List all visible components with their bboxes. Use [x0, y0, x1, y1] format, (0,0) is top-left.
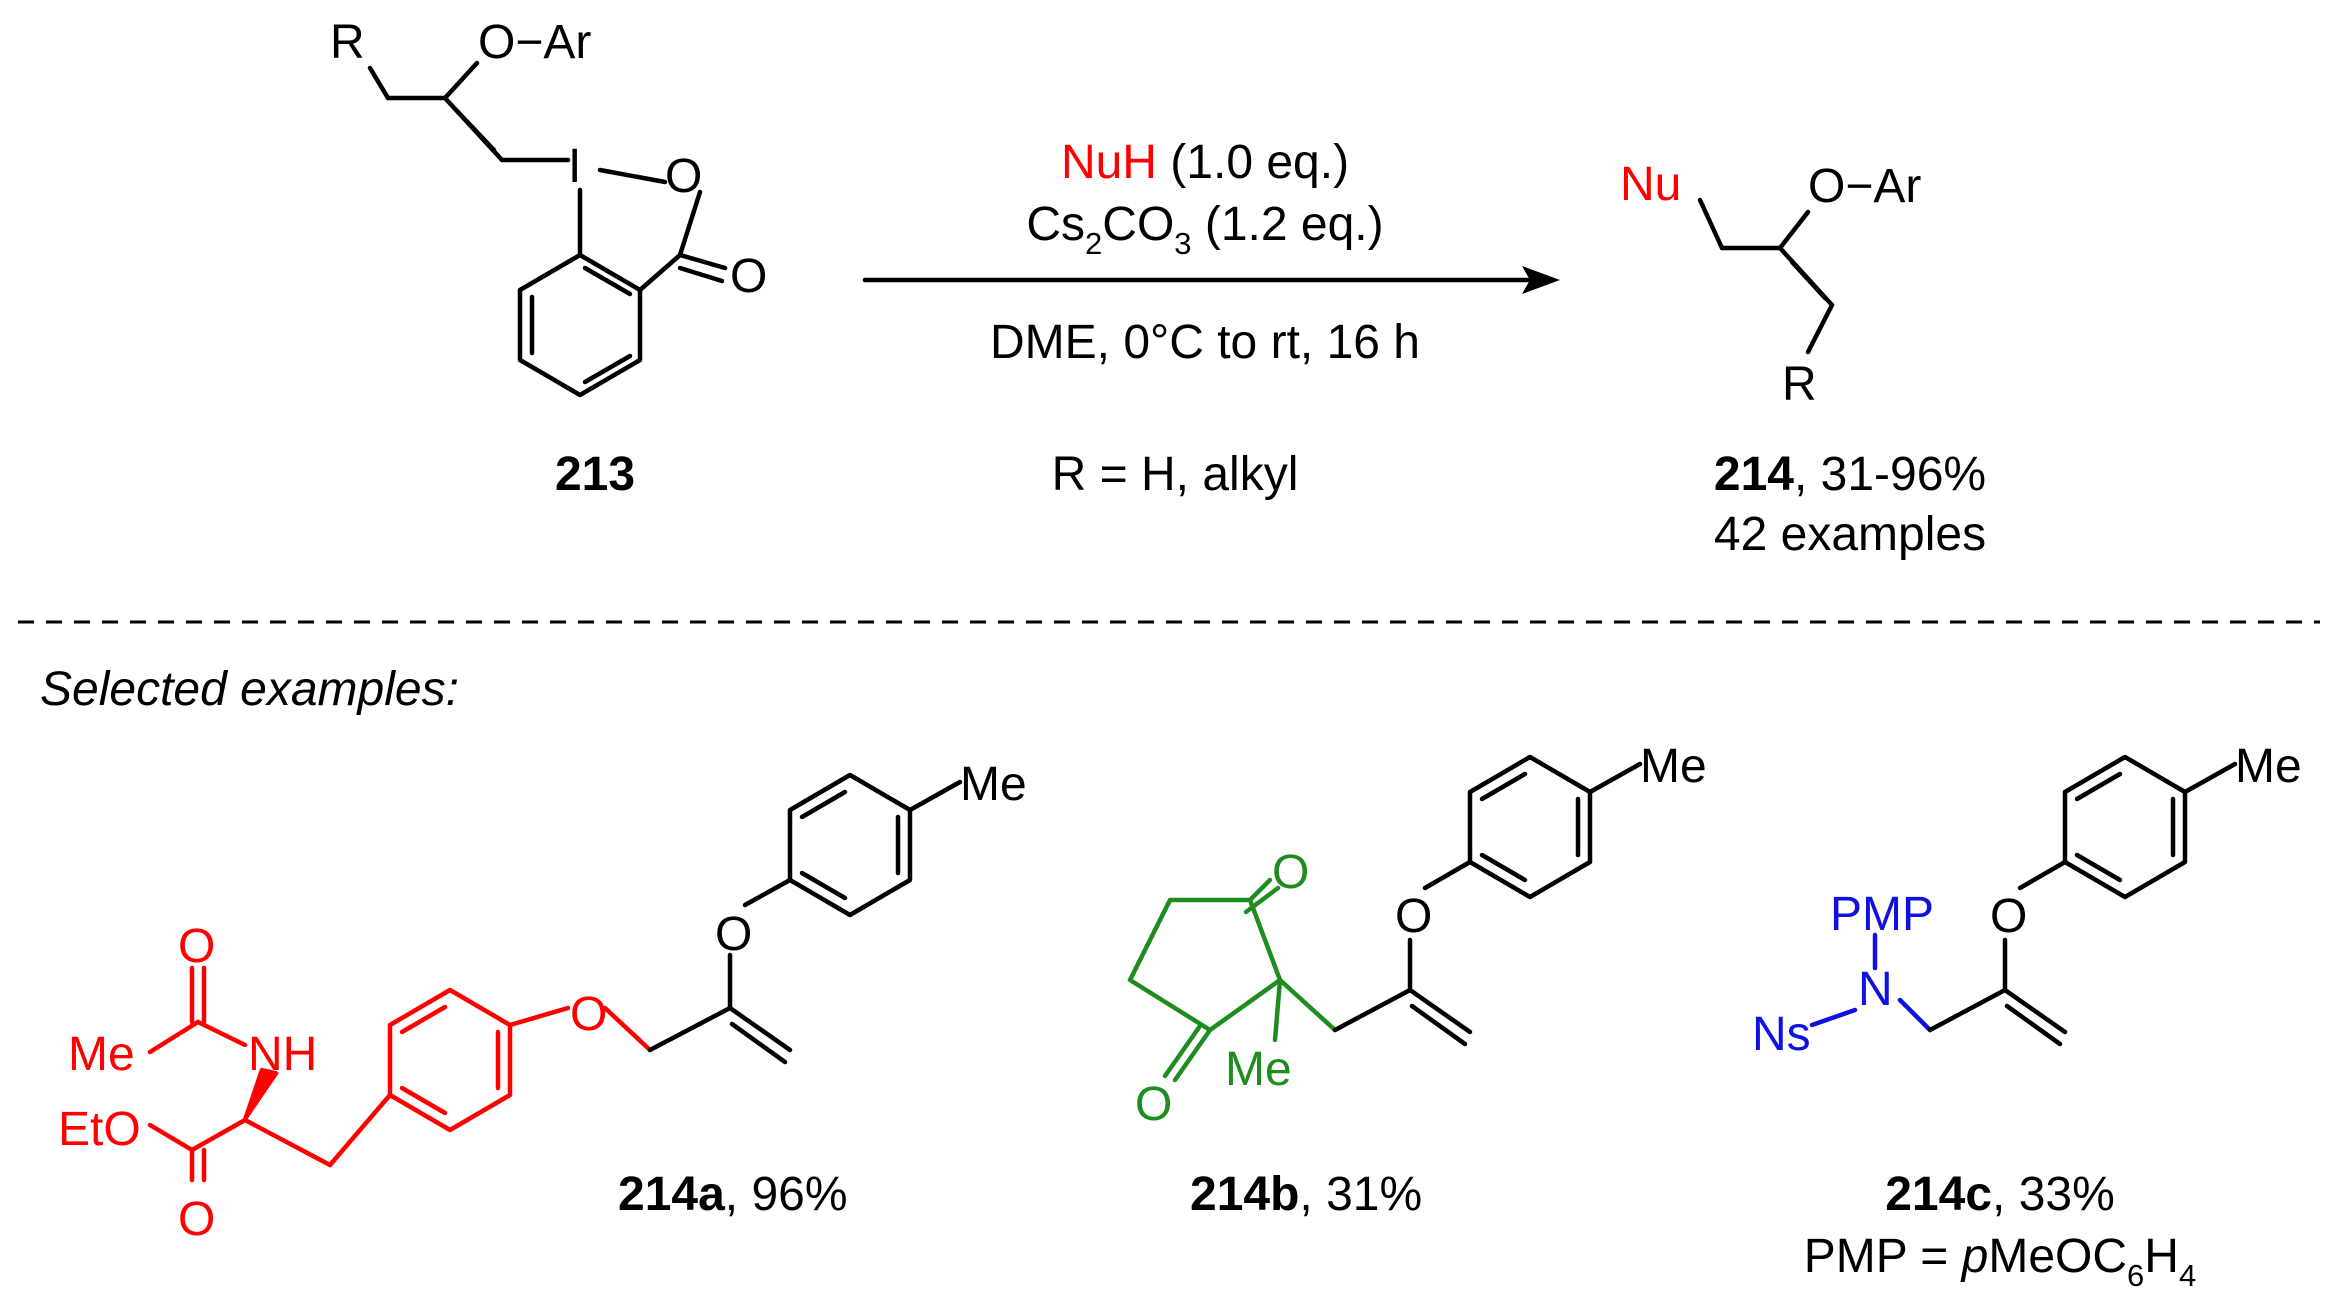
nucleophile-reagent: NuH: [1061, 136, 1157, 189]
condition-solvent-line: DME, 0°C to rt, 16 h: [990, 316, 1420, 369]
example-214a-label-line: 214a, 96%: [618, 1168, 848, 1221]
product-examples-count: 42 examples: [1714, 508, 1986, 561]
example-214a-structure: [147, 772, 963, 1183]
example-214a-nh: NH: [248, 1028, 317, 1081]
reactant-iodine-atom: I: [568, 140, 581, 193]
example-214c-structure: [1809, 754, 2238, 1047]
condition-base-line: Cs2CO3 (1.2 eq.): [1026, 198, 1383, 261]
scope-note: R = H, alkyl: [1052, 448, 1299, 501]
example-214a-ketone-oxygen: O: [178, 920, 215, 973]
reactant-label: 213: [555, 448, 635, 501]
product-yield-range: , 31-96%: [1794, 448, 1986, 501]
product-nu-atom: Nu: [1620, 158, 1681, 211]
example-214b-top-oxygen: O: [1272, 846, 1309, 899]
example-214a-ester-oxygen: O: [178, 1193, 215, 1246]
example-214b-label-line: 214b, 31%: [1190, 1168, 1422, 1221]
reactant-213-structure: [367, 60, 728, 398]
example-214c-label-line: 214c, 33%: [1885, 1168, 2115, 1221]
example-214b-methyl: Me: [1225, 1043, 1292, 1096]
example-214b-label: 214b: [1190, 1168, 1299, 1221]
example-214b-yield: , 31%: [1299, 1168, 1422, 1221]
example-214c-pmp-definition: PMP = pMeOC6H4: [1804, 1230, 2196, 1292]
product-label: 214: [1714, 448, 1794, 501]
condition-reagent-line: NuH (1.0 eq.): [1061, 136, 1349, 189]
example-214c-aryl-oxygen: O: [1990, 890, 2027, 943]
example-214a-yield: , 96%: [725, 1168, 848, 1221]
selected-examples-heading: Selected examples:: [40, 663, 459, 716]
reactant-carbonyl-oxygen: O: [730, 250, 767, 303]
example-214a-ether-oxygen: O: [570, 988, 607, 1041]
example-214c-nitrogen: N: [1858, 963, 1893, 1016]
example-214a-para-methyl: Me: [960, 758, 1027, 811]
reactant-ring-oxygen: O: [665, 150, 702, 203]
product-label-line: 214, 31-96%: [1714, 448, 1986, 501]
example-214b-para-methyl: Me: [1640, 740, 1707, 793]
product-o-ar: O−Ar: [1808, 160, 1921, 213]
example-214c-pmp: PMP: [1830, 888, 1934, 941]
example-214a-acetyl: [147, 1019, 265, 1123]
example-214a-aryl-oxygen: O: [715, 908, 752, 961]
example-214c-para-methyl: Me: [2235, 740, 2302, 793]
example-214a-ethoxy: EtO: [58, 1103, 141, 1156]
reaction-arrowhead: [1522, 266, 1560, 294]
example-214c-yield: , 33%: [1992, 1168, 2115, 1221]
example-214a-methyl: Me: [68, 1028, 135, 1081]
product-214-structure: [1697, 197, 1835, 355]
example-214c-nosyl: Ns: [1752, 1008, 1811, 1061]
example-214b-aryl-oxygen: O: [1395, 890, 1432, 943]
example-214b-bottom-oxygen: O: [1135, 1078, 1172, 1131]
reactant-o-ar: O−Ar: [478, 16, 591, 69]
example-214b-structure: [1127, 754, 1643, 1083]
product-r-atom: R: [1782, 358, 1817, 411]
reactant-r-atom: R: [330, 16, 365, 69]
example-214a-label: 214a: [618, 1168, 725, 1221]
example-214c-label: 214c: [1885, 1168, 1992, 1221]
